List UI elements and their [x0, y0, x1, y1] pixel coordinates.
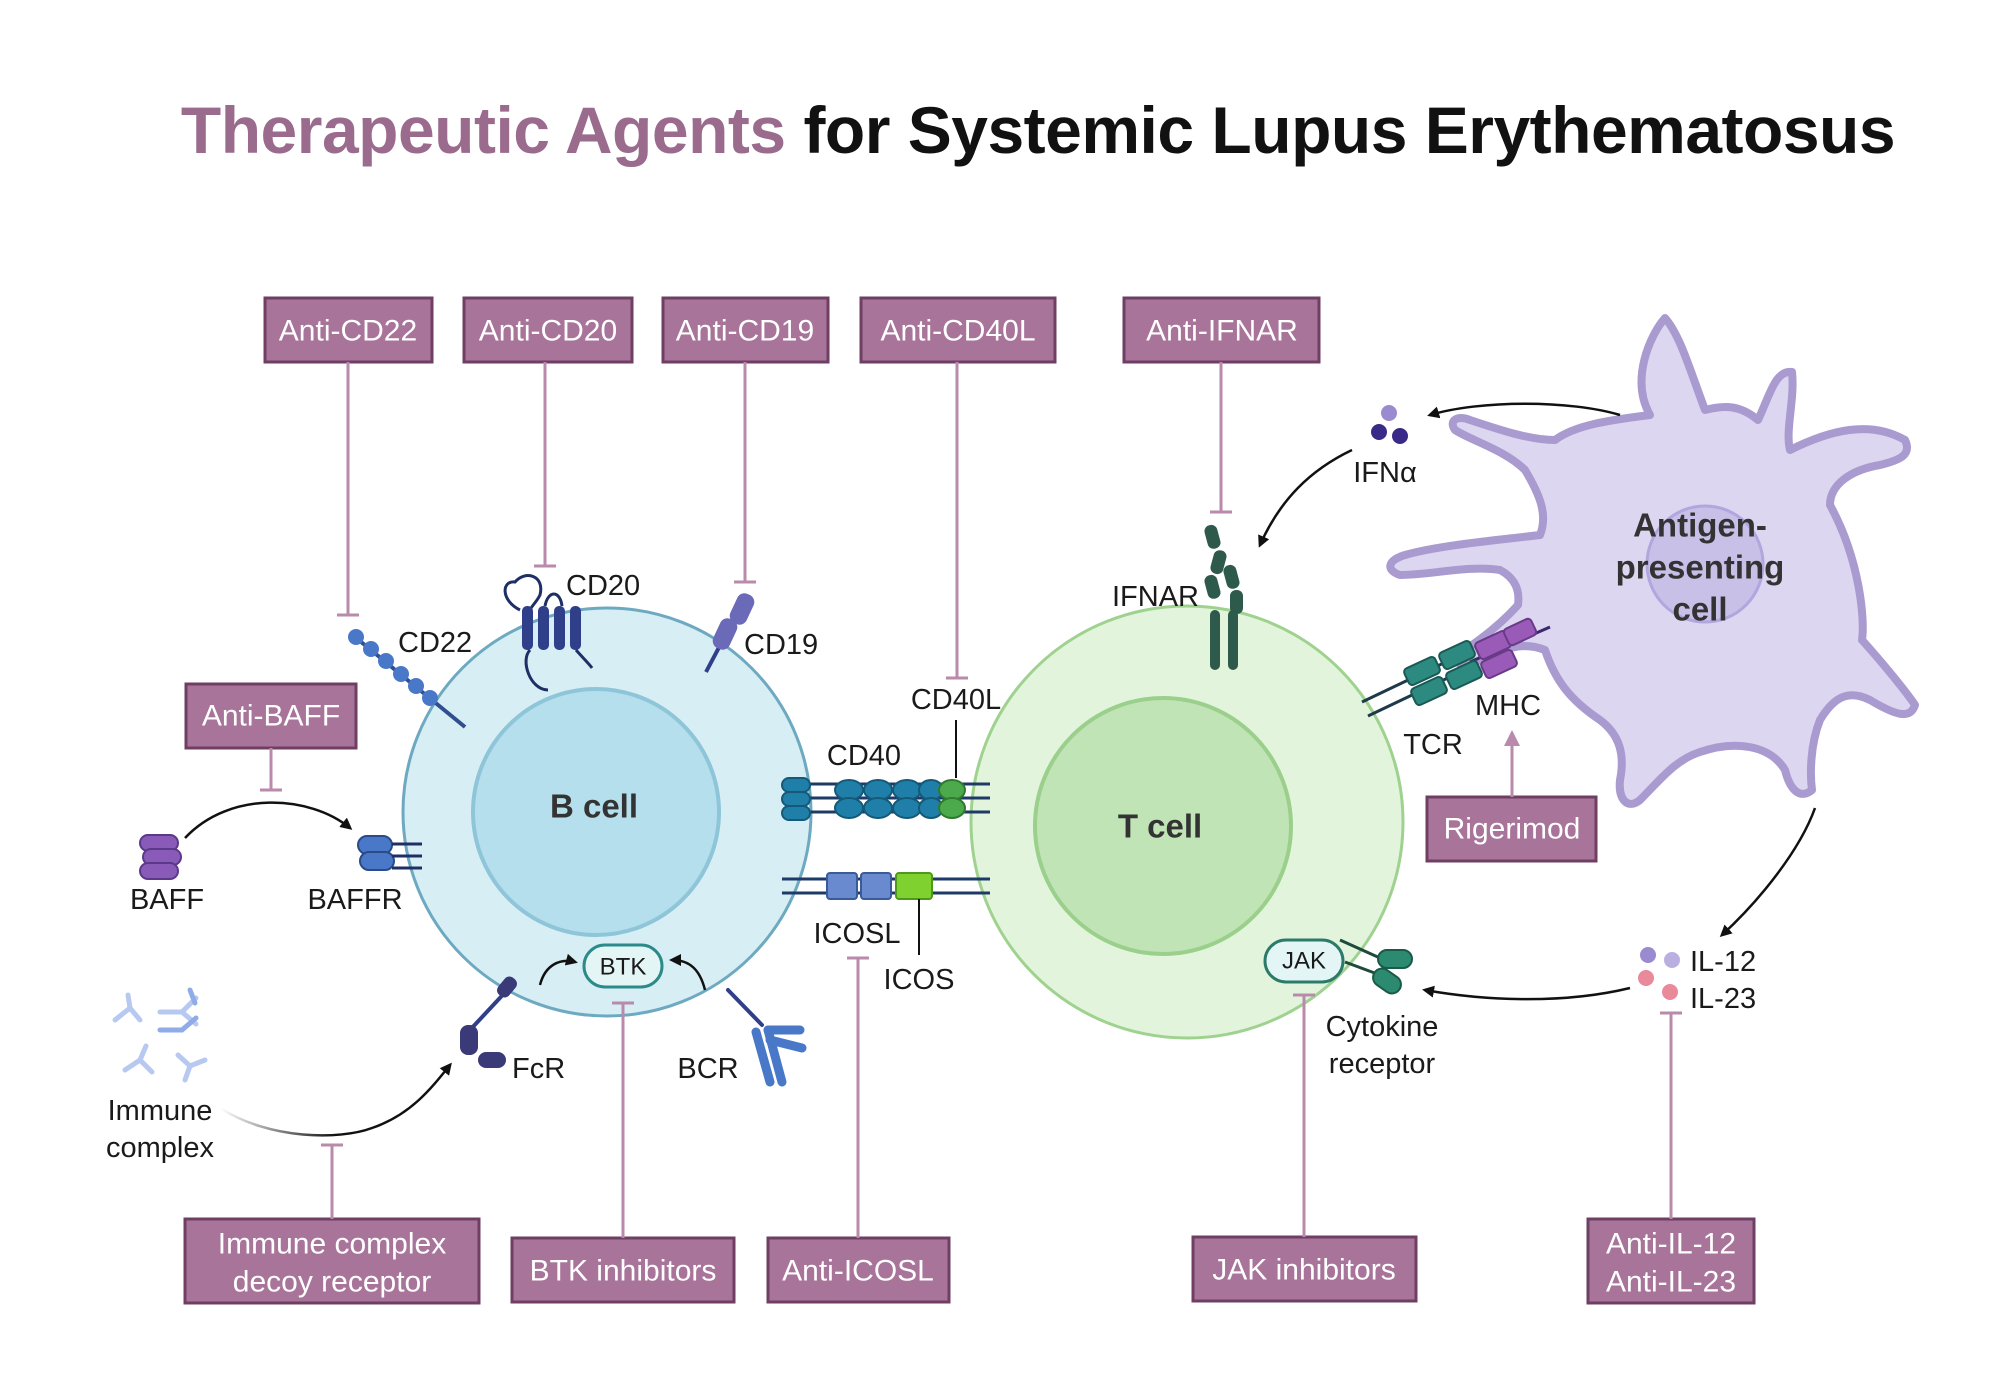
anti-cd19-label: Anti-CD19 — [676, 315, 814, 348]
baffr-receptor-icon — [357, 835, 422, 871]
page-title: Therapeutic Agents for Systemic Lupus Er… — [0, 92, 2000, 168]
fcr-to-btk-arrow — [538, 953, 578, 986]
apc-label-line2: presenting — [1616, 549, 1785, 586]
cd40-label: CD40 — [827, 740, 901, 772]
anti-il12-label: Anti-IL-12 — [1606, 1228, 1736, 1261]
t-cell: T cell — [969, 604, 1405, 1040]
immune-complex-antibodies-icon — [112, 987, 208, 1083]
cd19-receptor-icon — [704, 593, 755, 673]
icosl-label: ICOSL — [813, 918, 900, 950]
tcr-mhc-complex-icon — [1361, 617, 1551, 718]
ifna-molecules-icon — [1371, 405, 1408, 444]
t-cell-label: T cell — [1118, 808, 1202, 845]
anti-cd40l-label: Anti-CD40L — [880, 315, 1035, 348]
cd22-chain-icon — [348, 629, 467, 729]
title-rest: for Systemic Lupus Erythematosus — [803, 93, 1896, 167]
btk-node[interactable]: BTK — [582, 943, 664, 989]
ifna-to-ifnar-arrow — [1258, 448, 1353, 548]
bcr-to-btk-arrow — [669, 954, 707, 991]
anti-cd20-label: Anti-CD20 — [479, 315, 617, 348]
btk-inhibitors-label: BTK inhibitors — [530, 1255, 717, 1288]
ifna-label: IFNα — [1353, 457, 1416, 489]
anti-icosl-agent[interactable]: Anti-ICOSL — [766, 956, 951, 1304]
immune-complex-label-line1: Immune — [108, 1095, 213, 1127]
anti-cd40l-agent[interactable]: Anti-CD40L — [859, 296, 1057, 680]
bcr-label: BCR — [677, 1053, 738, 1085]
fcr-label: FcR — [512, 1053, 565, 1085]
b-cell-nucleus — [471, 687, 721, 937]
cd22-label: CD22 — [398, 627, 472, 659]
baff-label: BAFF — [130, 884, 204, 916]
immune-complex-decoy-agent[interactable]: Immune complex decoy receptor — [183, 1143, 481, 1305]
apc-to-il-arrow — [1719, 807, 1817, 938]
immune-complex-label-line2: complex — [106, 1132, 214, 1164]
baff-trimer-icon — [139, 834, 182, 880]
anti-ifnar-agent[interactable]: Anti-IFNAR — [1122, 296, 1321, 514]
icosl-icos-complex-icon — [782, 872, 990, 900]
anti-baff-agent[interactable]: Anti-BAFF — [184, 682, 358, 792]
cd19-label: CD19 — [744, 629, 818, 661]
anti-icosl-label: Anti-ICOSL — [782, 1255, 934, 1288]
antigen-presenting-cell: Antigen- presenting cell — [1386, 314, 1919, 808]
baff-to-baffr-arrow — [184, 801, 353, 839]
jak-label: JAK — [1282, 948, 1326, 975]
ifnar-label: IFNAR — [1112, 581, 1199, 613]
cd40-cd40l-complex-icon — [781, 777, 990, 821]
cd40l-label: CD40L — [911, 684, 1001, 716]
baffr-label: BAFFR — [307, 884, 402, 916]
anti-cd19-agent[interactable]: Anti-CD19 — [661, 296, 830, 584]
cytokine-receptor-icon — [1339, 938, 1413, 995]
anti-cd20-agent[interactable]: Anti-CD20 — [462, 296, 634, 568]
immune-complex-to-fcr-arrow — [219, 1062, 452, 1137]
b-cell: B cell — [401, 606, 813, 1018]
btk-label: BTK — [600, 954, 647, 981]
anti-ifnar-label: Anti-IFNAR — [1146, 315, 1298, 348]
il12-label: IL-12 — [1690, 946, 1756, 978]
immune-complex-decoy-label-line1: Immune complex — [218, 1228, 446, 1261]
apc-label-line3: cell — [1672, 591, 1727, 628]
jak-inhibitors-label: JAK inhibitors — [1212, 1254, 1395, 1287]
rigerimod-label: Rigerimod — [1444, 813, 1581, 846]
ifnar-receptor-icon — [1204, 524, 1243, 670]
anti-baff-label: Anti-BAFF — [202, 700, 340, 733]
apc-to-ifna-arrow — [1427, 402, 1621, 419]
apc-label-line1: Antigen- — [1633, 507, 1767, 544]
cd20-label: CD20 — [566, 570, 640, 602]
rigerimod-agent[interactable]: Rigerimod — [1425, 730, 1598, 863]
jak-node[interactable]: JAK — [1263, 938, 1345, 984]
anti-il23-label: Anti-IL-23 — [1606, 1266, 1736, 1299]
il12-il23-molecules-icon — [1638, 947, 1680, 1000]
il-to-cytokine-receptor-arrow — [1422, 985, 1631, 1001]
tcr-label: TCR — [1403, 729, 1463, 761]
immune-complex-decoy-label-line2: decoy receptor — [233, 1266, 431, 1299]
anti-cd22-agent[interactable]: Anti-CD22 — [263, 296, 434, 617]
t-cell-nucleus — [1033, 696, 1293, 956]
title-highlight: Therapeutic Agents — [180, 93, 786, 167]
fcr-receptor-icon — [460, 976, 517, 1068]
apc-nucleus — [1645, 504, 1765, 624]
cytokine-receptor-label-line2: receptor — [1329, 1048, 1436, 1080]
anti-cd22-label: Anti-CD22 — [279, 315, 417, 348]
b-cell-label: B cell — [550, 788, 638, 825]
bcr-antibody-icon — [726, 988, 807, 1087]
mhc-label: MHC — [1475, 690, 1541, 722]
il23-label: IL-23 — [1690, 983, 1756, 1015]
jak-inhibitors-agent[interactable]: JAK inhibitors — [1191, 993, 1418, 1303]
cytokine-receptor-label-line1: Cytokine — [1326, 1011, 1439, 1043]
icos-label: ICOS — [884, 964, 955, 996]
btk-inhibitors-agent[interactable]: BTK inhibitors — [510, 1001, 736, 1304]
cd20-tetraspan-icon — [503, 574, 594, 692]
anti-il12-il23-agent[interactable]: Anti-IL-12 Anti-IL-23 — [1586, 1011, 1756, 1305]
